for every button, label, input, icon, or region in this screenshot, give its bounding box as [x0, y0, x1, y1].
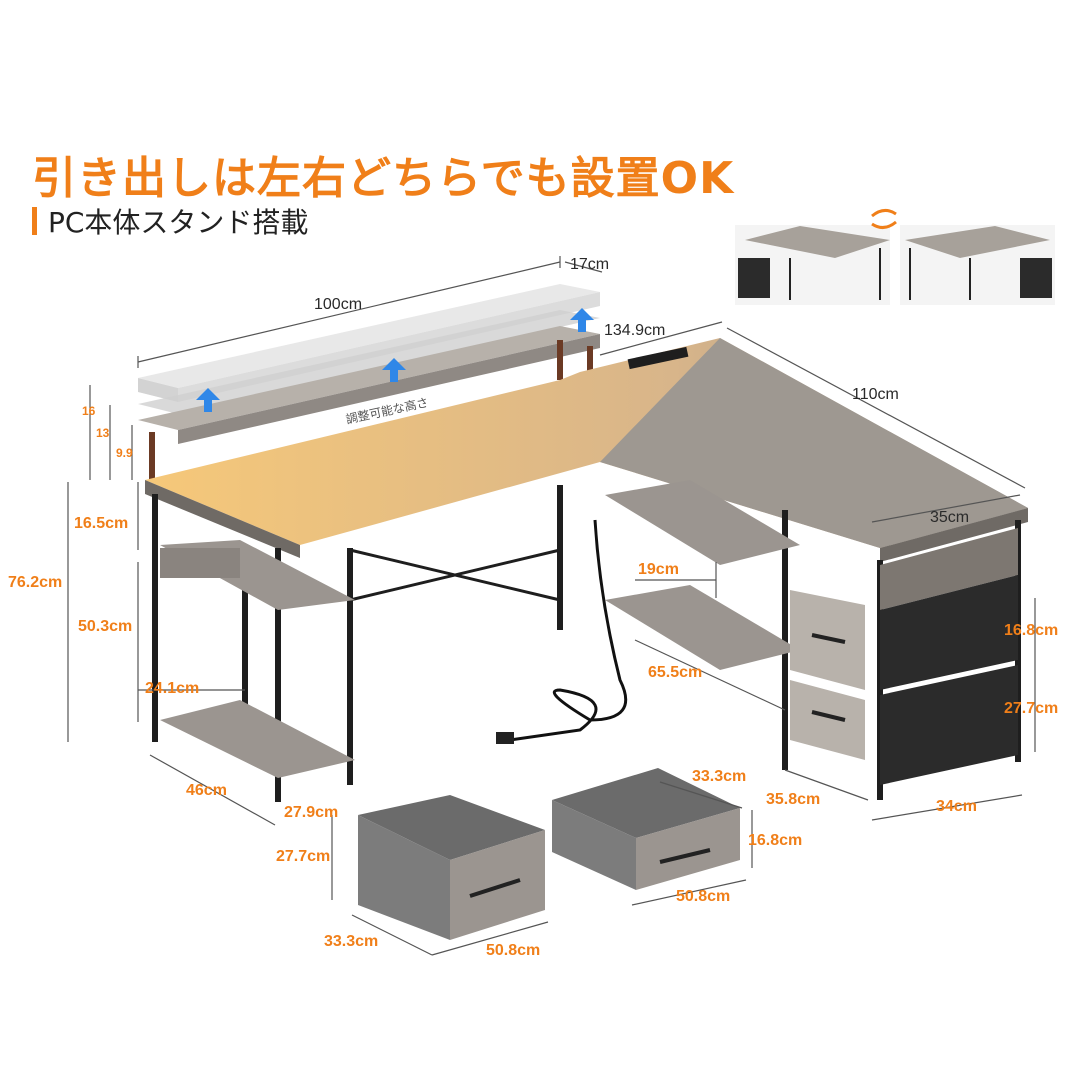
side-upper-shelf	[605, 480, 800, 565]
dim-shelf-width: 100cm	[314, 296, 363, 313]
power-cable	[509, 519, 628, 742]
up-arrow-icon	[196, 388, 220, 412]
cabinet-top-shelf	[880, 528, 1018, 610]
subtitle-accent-bar	[32, 207, 37, 235]
drawer-box-large	[358, 795, 545, 940]
dim-riser-99: 9.9	[116, 446, 133, 460]
headline: 引き出しは左右どちらでも設置OK	[32, 153, 735, 204]
plug-icon	[496, 732, 514, 744]
dim-side-shelf-gap: 19cm	[638, 561, 679, 578]
dim-drawer-top: 16.8cm	[1004, 622, 1059, 639]
desktop	[145, 338, 1028, 562]
dim-riser-13: 13	[96, 426, 110, 440]
hanging-basket	[160, 548, 240, 578]
drawer-box-small	[552, 768, 740, 890]
up-arrow-icon	[570, 308, 594, 332]
swap-arrows-icon	[871, 209, 897, 229]
dim-box2-height: 16.8cm	[748, 832, 803, 849]
dim-box1-depth: 33.3cm	[324, 933, 379, 950]
dim-box1-width: 50.8cm	[486, 942, 541, 959]
dim-height: 76.2cm	[8, 574, 63, 591]
dim-box2-depth: 33.3cm	[692, 768, 747, 785]
dim-box2-width: 50.8cm	[676, 888, 731, 905]
dim-bottom-shelf: 24.1cm	[145, 680, 200, 697]
side-lower-shelf	[605, 585, 800, 670]
drawer-cabinet	[790, 575, 1018, 785]
dim-cabinet-width: 34cm	[936, 798, 977, 815]
dim-riser-16: 16	[82, 404, 96, 418]
subtitle: PC本体スタンド搭載	[48, 206, 309, 239]
dim-leg-inner: 50.3cm	[78, 618, 133, 635]
drawer-handle-icon	[811, 710, 846, 722]
dim-box1-height: 27.7cm	[276, 848, 331, 865]
drawer-handle-icon	[469, 878, 521, 898]
dim-desk-long: 134.9cm	[604, 322, 666, 339]
dim-cabinet-depth: 35.8cm	[766, 791, 821, 808]
thumbnail-right-config	[900, 225, 1055, 305]
thumbnail-left-config	[735, 225, 890, 305]
dim-side-depth: 35cm	[930, 509, 970, 526]
dim-desk-side: 110cm	[852, 386, 899, 403]
dim-top-gap: 16.5cm	[74, 515, 129, 532]
dim-left-depth: 46cm	[186, 782, 227, 799]
left-bottom-shelf	[160, 700, 355, 778]
monitor-shelf	[138, 284, 600, 480]
dim-shelf-depth: 17cm	[570, 256, 610, 273]
dim-left-width: 27.9cm	[284, 804, 339, 821]
dim-side-shelf-len: 65.5cm	[648, 664, 703, 681]
up-arrow-icon	[382, 358, 406, 382]
drawer-handle-icon	[659, 848, 711, 864]
dimension-lines	[67, 256, 1036, 956]
drawer-handle-icon	[811, 633, 846, 644]
dim-drawer-bottom: 27.7cm	[1004, 700, 1059, 717]
